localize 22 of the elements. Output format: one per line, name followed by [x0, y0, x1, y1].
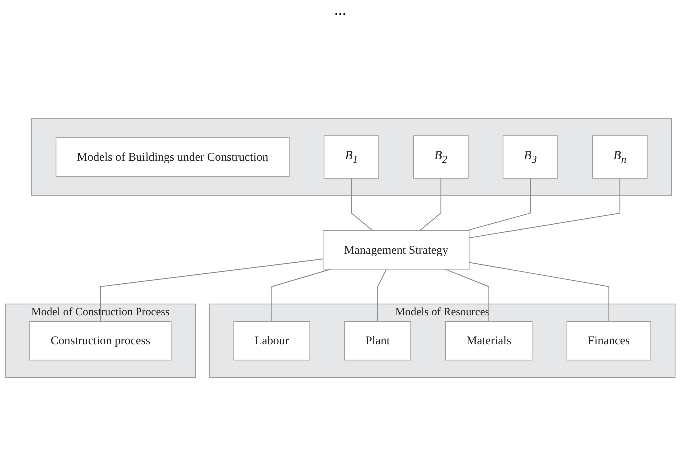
ellipsis-label: ... — [334, 2, 346, 19]
connector — [466, 178, 532, 232]
cluster — [32, 118, 672, 196]
connector — [444, 268, 490, 322]
node-box: Management Strategy — [323, 230, 470, 270]
connector — [468, 178, 621, 238]
node-box: B$_{3}$ — [502, 135, 558, 179]
node-box: B$_{1}$ — [324, 135, 380, 179]
connector — [468, 262, 610, 322]
connector — [378, 268, 388, 322]
node-box: B$_{n}$ — [592, 135, 648, 179]
connector — [100, 258, 324, 322]
node-box: Finances — [566, 321, 652, 360]
node-box: Construction process — [30, 321, 172, 360]
node-box: Plant — [344, 321, 412, 360]
connector — [420, 178, 442, 232]
node-box: B$_{2}$ — [413, 135, 469, 179]
connector — [351, 178, 374, 232]
node-box: Models of Buildings under Construction — [56, 137, 290, 177]
node-box: Materials — [445, 321, 533, 360]
node-box: Labour — [234, 321, 310, 360]
connector — [272, 268, 332, 322]
